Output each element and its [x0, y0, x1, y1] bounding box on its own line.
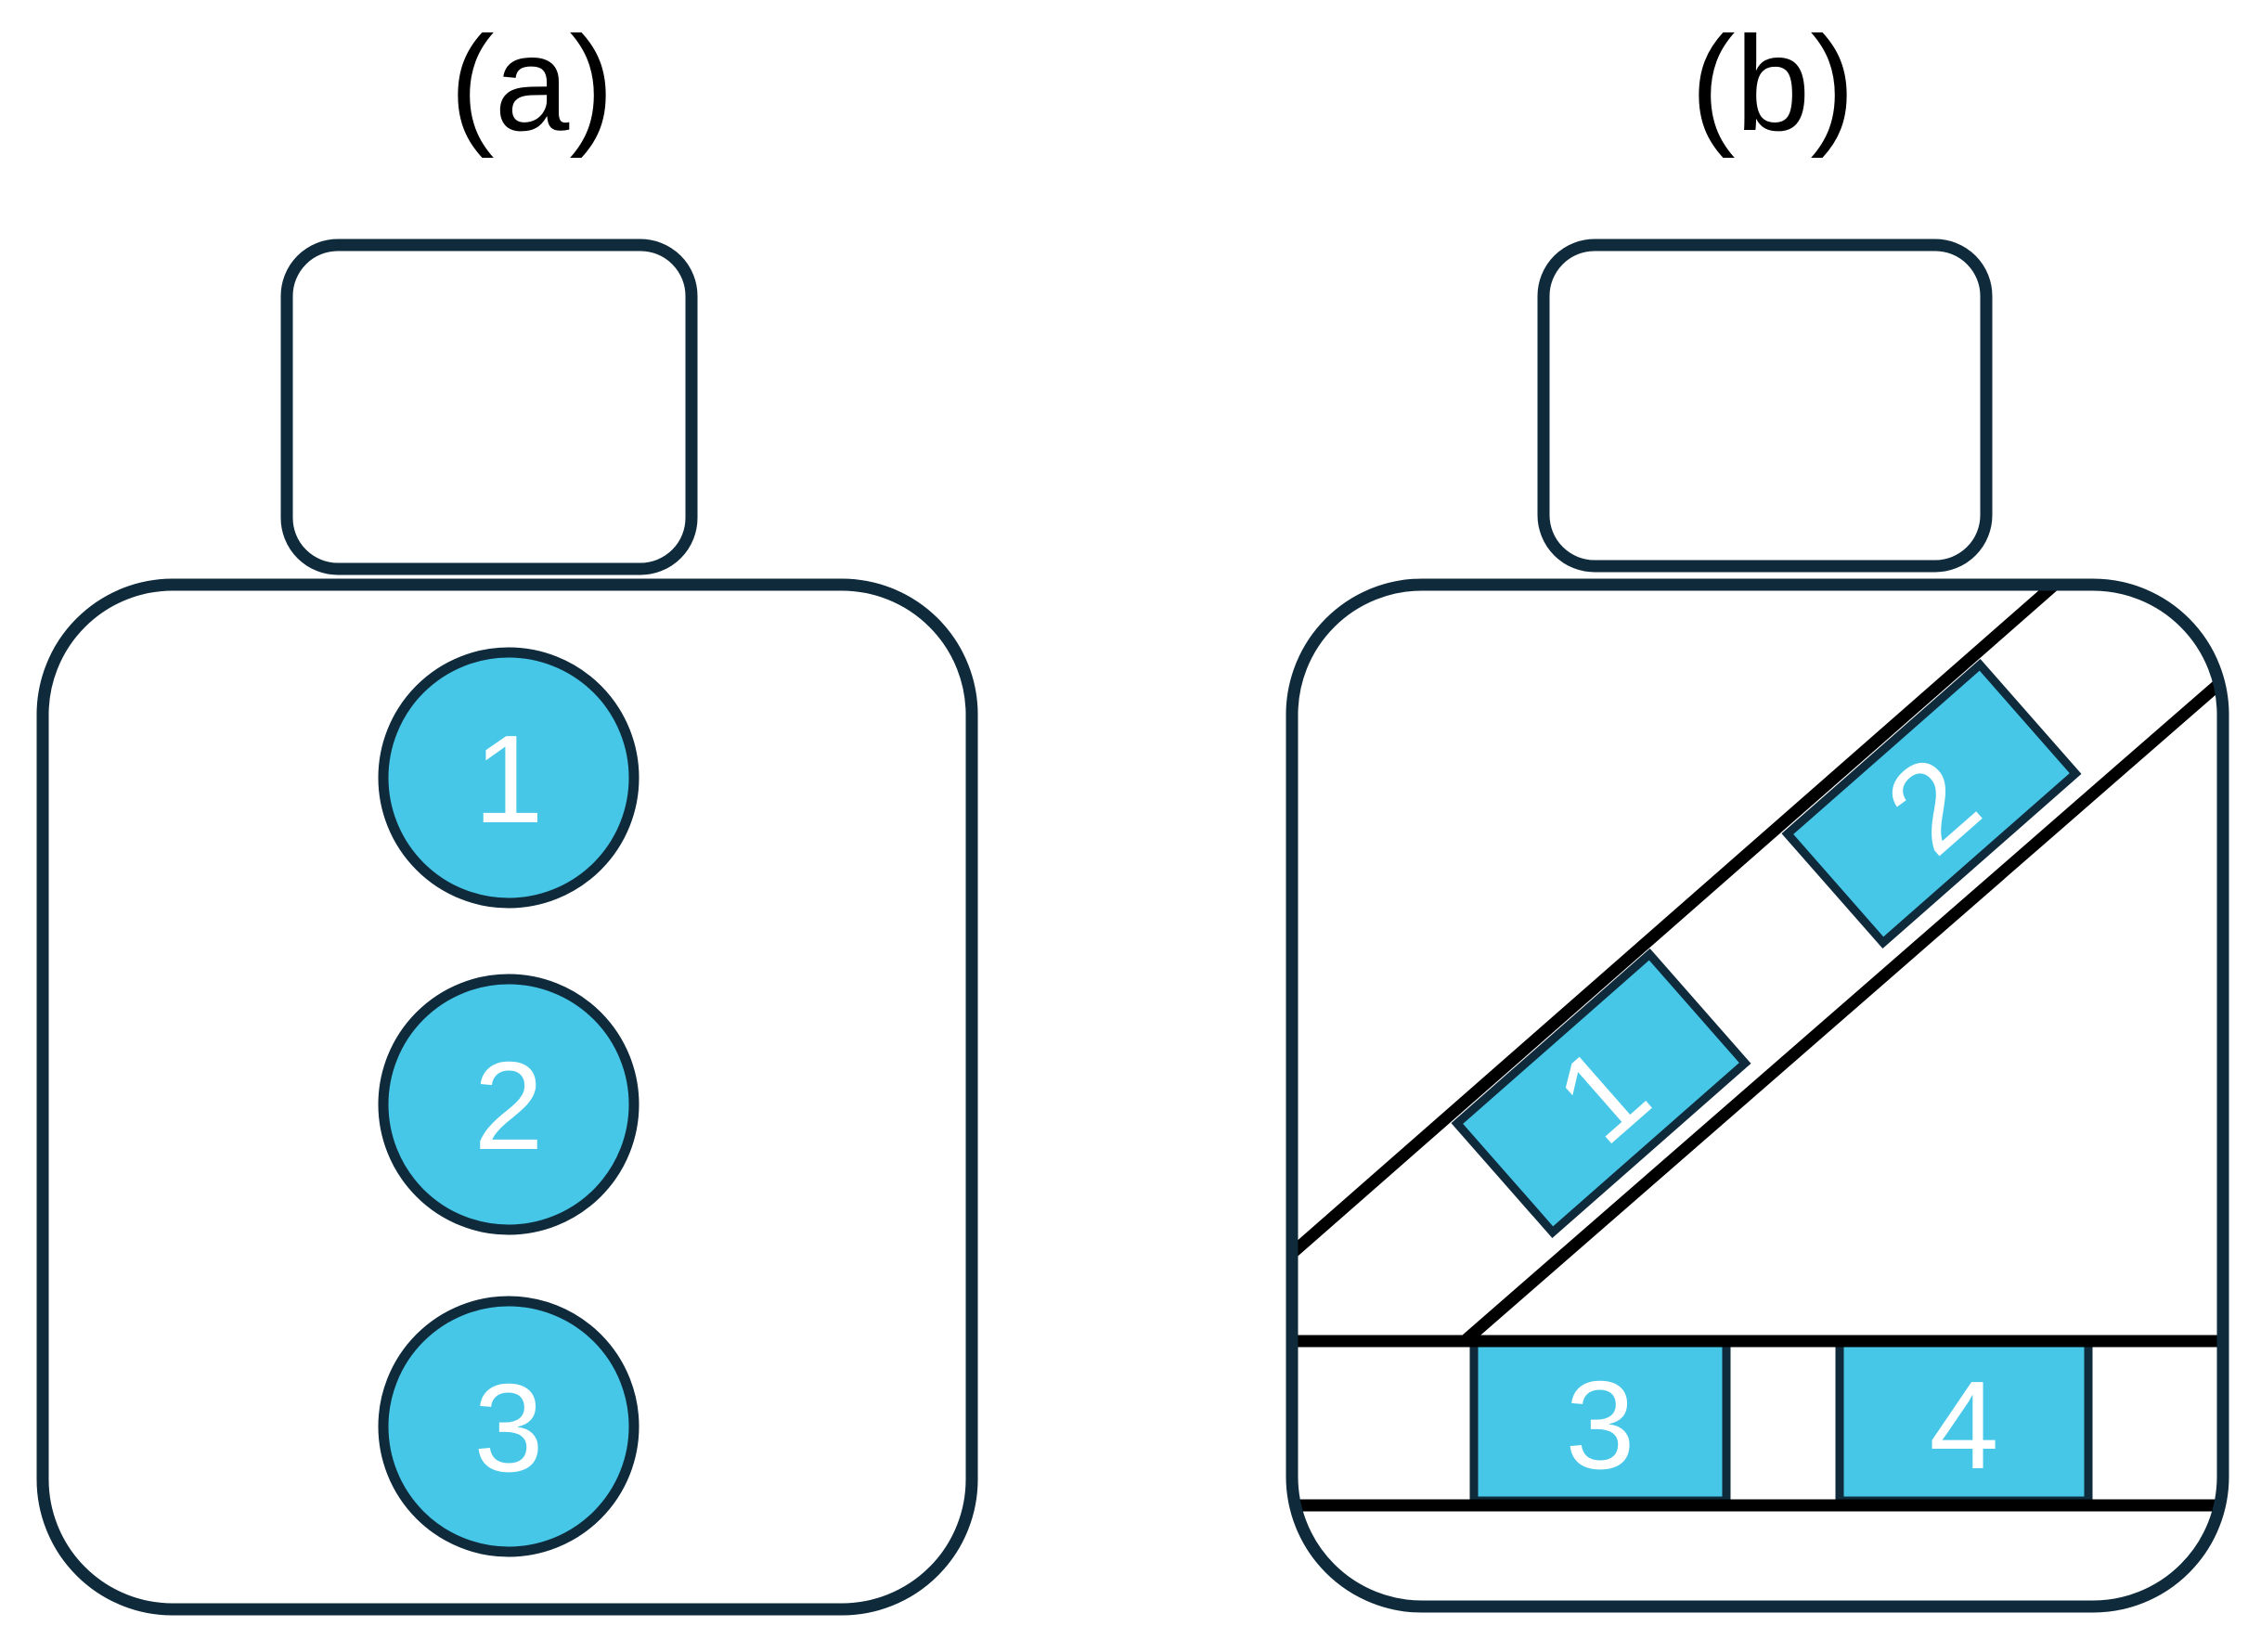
bottle-b-body [1286, 578, 2229, 1613]
bottle-a-cap [280, 239, 698, 575]
band-segment-1-rect [1451, 948, 1751, 1239]
band-segment-2 [1781, 658, 2082, 949]
ingredient-circle-2 [378, 974, 640, 1235]
diagonal-band-lower-line [1460, 639, 2223, 1346]
circle-number-3: 3 [473, 1358, 543, 1498]
panel-a-label: (a) [449, 8, 614, 159]
bottle-b-interior: 1 2 3 4 [1292, 585, 2223, 1512]
panel-b-label: (b) [1690, 8, 1854, 159]
shelf-number-3: 3 [1565, 1355, 1634, 1495]
bottle-b-cap [1537, 239, 1993, 573]
shelf-number-4: 4 [1929, 1355, 1998, 1495]
diagonal-band-upper-line [1292, 585, 2093, 1300]
circle-number-1: 1 [473, 709, 543, 849]
shelf-segment-3 [1469, 1338, 1731, 1505]
ingredient-circle-3 [378, 1296, 640, 1557]
band-segment-1 [1451, 948, 1751, 1239]
circle-number-2: 2 [473, 1036, 543, 1176]
ingredient-circle-1 [378, 647, 640, 909]
shelf-segment-4 [1835, 1338, 2093, 1505]
band-segment-2-rect [1781, 658, 2082, 949]
